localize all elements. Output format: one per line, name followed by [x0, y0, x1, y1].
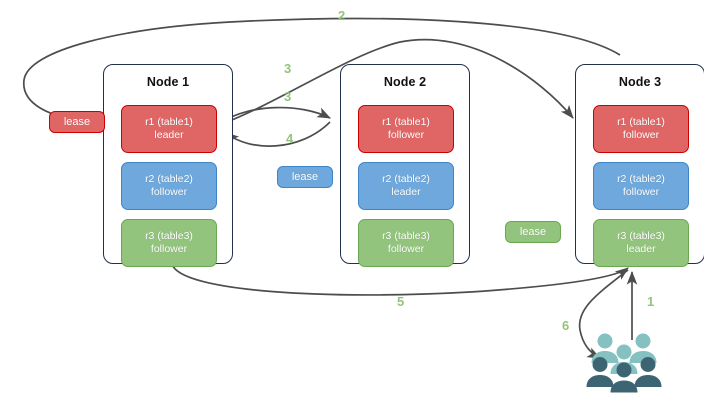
replica-role: leader: [391, 186, 421, 198]
step-label-2: 2: [338, 8, 346, 23]
step-label-5: 5: [397, 294, 405, 309]
replica-node2-r2[interactable]: r2 (table2) leader: [358, 162, 454, 210]
replica-name: r2 (table2): [382, 173, 430, 185]
node-card-node3[interactable]: Node 3 r1 (table1) follower r2 (table2) …: [575, 64, 704, 267]
replica-node2-r1[interactable]: r1 (table1) follower: [358, 105, 454, 153]
lease-badge-r2[interactable]: lease: [277, 166, 333, 188]
replica-node1-r1[interactable]: r1 (table1) leader: [121, 105, 217, 153]
node-title: Node 1: [146, 75, 190, 89]
replica-node3-r2[interactable]: r2 (table2) follower: [593, 162, 689, 210]
arrow-step-3-lower: [221, 106, 331, 123]
replica-role: leader: [154, 129, 184, 141]
node-title: Node 2: [383, 75, 427, 89]
step-label-3-upper: 3: [284, 61, 292, 76]
replica-role: follower: [387, 129, 425, 141]
replica-name: r1 (table1): [145, 116, 193, 128]
replica-node1-r3[interactable]: r3 (table3) follower: [121, 219, 217, 267]
replica-name: r1 (table1): [382, 116, 430, 128]
node-card-node2[interactable]: Node 2 r1 (table1) follower r2 (table2) …: [340, 64, 470, 267]
node-title: Node 3: [618, 75, 662, 89]
replica-name: r2 (table2): [617, 173, 665, 185]
lease-badge-r3[interactable]: lease: [505, 221, 561, 243]
step-label-4: 4: [286, 131, 294, 146]
replica-name: r3 (table3): [145, 230, 193, 242]
step-label-6: 6: [562, 318, 570, 333]
replica-node2-r3[interactable]: r3 (table3) follower: [358, 219, 454, 267]
arrow-step-4: [225, 121, 331, 147]
replica-role: leader: [626, 243, 656, 255]
users-group-icon: [586, 333, 662, 393]
replica-role: follower: [150, 186, 188, 198]
replica-name: r1 (table1): [617, 116, 665, 128]
replica-name: r3 (table3): [617, 230, 665, 242]
replica-role: follower: [622, 186, 660, 198]
step-label-1: 1: [647, 294, 655, 309]
node-card-node1[interactable]: Node 1 r1 (table1) leader r2 (table2) fo…: [103, 64, 233, 267]
replica-node3-r1[interactable]: r1 (table1) follower: [593, 105, 689, 153]
replica-role: follower: [150, 243, 188, 255]
replica-node3-r3[interactable]: r3 (table3) leader: [593, 219, 689, 267]
lease-badge-r1[interactable]: lease: [49, 111, 105, 133]
step-label-3-lower: 3: [284, 89, 292, 104]
replica-role: follower: [387, 243, 425, 255]
replica-node1-r2[interactable]: r2 (table2) follower: [121, 162, 217, 210]
arrow-step-5: [171, 263, 629, 296]
replica-name: r2 (table2): [145, 173, 193, 185]
replica-role: follower: [622, 129, 660, 141]
replica-name: r3 (table3): [382, 230, 430, 242]
